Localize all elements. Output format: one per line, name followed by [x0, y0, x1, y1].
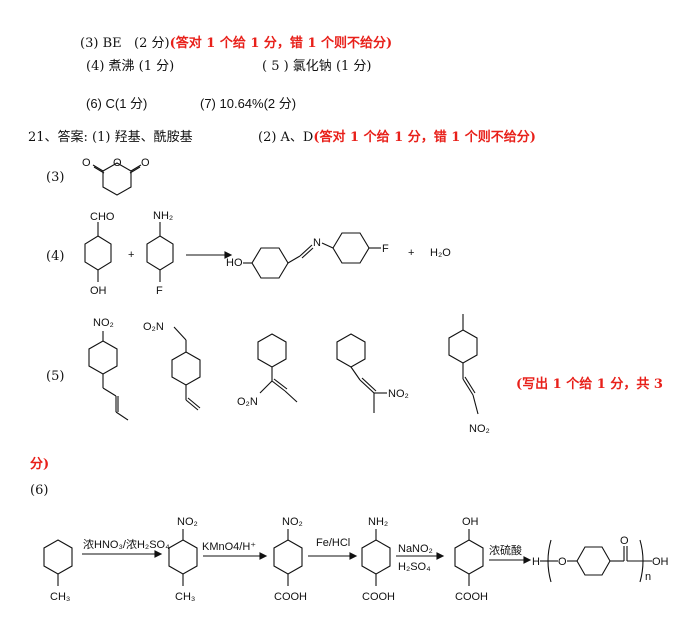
plus-sign: + — [128, 249, 134, 261]
answer-line-q3: (3) BE (2 分)(答对 1 个给 1 分，错 1 个则不给分) — [80, 32, 392, 51]
reagent-h2so4-conc: 浓硫酸 — [489, 543, 522, 557]
no2-label-5: NO₂ — [469, 423, 490, 435]
polymer-oh-end: OH — [652, 556, 669, 568]
polymer-n-subscript: n — [645, 571, 651, 583]
o2n-label-2: O₂N — [143, 321, 164, 333]
part-5-scoring-note-end: 分) — [30, 457, 50, 472]
no2-label-4: NO₂ — [388, 388, 409, 400]
answer-q21-part2: (2) A、D(答对 1 个给 1 分，错 1 个则不给分) — [258, 126, 536, 145]
water-label: H₂O — [430, 247, 451, 259]
part-5-scoring-note: (写出 1 个给 1 分，共 3 — [516, 377, 663, 392]
ch3-label-2: CH₃ — [175, 591, 195, 603]
q3-score: (2 分) — [134, 36, 170, 51]
part-6-label: (6) — [30, 483, 49, 498]
q21-part2-answer: (2) A、D — [258, 130, 314, 145]
f-label: F — [156, 285, 163, 297]
cho-label: CHO — [90, 211, 115, 223]
answer-line-q6: (6) C(1 分) — [86, 96, 148, 111]
imine-n-label: N — [313, 237, 321, 249]
no2-label-6: NO₂ — [177, 516, 198, 528]
ho-label: HO — [226, 257, 243, 269]
q21-scoring-note: (答对 1 个给 1 分，错 1 个则不给分) — [313, 130, 536, 145]
plus-sign-2: + — [408, 247, 414, 259]
part4-reaction: CHO OH + NH₂ F HO N F + H₂O — [84, 210, 451, 297]
part-4-label: (4) — [46, 249, 65, 264]
glutaric-anhydride-structure: O O O — [82, 157, 150, 196]
reagent-nitration: 浓HNO₃/浓H₂SO₄ — [83, 538, 170, 551]
part5-isomers: NO₂ O₂N O₂N NO₂ — [88, 314, 490, 435]
ch3-label-1: CH₃ — [50, 591, 70, 603]
answer-line-q4: (4) 煮沸 (1 分) — [86, 59, 175, 74]
nh2-label: NH₂ — [153, 210, 173, 222]
f-label-product: F — [382, 243, 389, 255]
reagent-oxidation: KMnO4/H⁺ — [202, 541, 256, 553]
polymer-h-end: H — [532, 556, 540, 568]
part-5-label: (5) — [46, 369, 65, 384]
cooh-label-2: COOH — [362, 591, 395, 603]
o2n-label-3: O₂N — [237, 396, 258, 408]
polymer-o-label: O — [558, 556, 567, 568]
q3-scoring-note: (答对 1 个给 1 分，错 1 个则不给分) — [169, 36, 393, 51]
polymer-carbonyl-o: O — [620, 535, 629, 547]
nh2-label-2: NH₂ — [368, 516, 388, 528]
part-3-label: (3) — [46, 170, 65, 185]
answer-line-q5: ( 5 ) 氯化钠 (1 分) — [262, 59, 372, 74]
q3-number: (3) — [80, 36, 99, 51]
carbonyl-o-left-label: O — [82, 157, 91, 169]
part6-synthesis-route: CH₃ 浓HNO₃/浓H₂SO₄ NO₂ CH₃ KMnO4/H⁺ NO₂ CO… — [43, 516, 669, 603]
reagent-h2so4: H₂SO₄ — [398, 561, 431, 573]
oh-label-2: OH — [462, 516, 479, 528]
oh-label: OH — [90, 285, 107, 297]
answer-q21-head: 21、答案: (1) 羟基、酰胺基 — [28, 130, 193, 145]
cooh-label-3: COOH — [455, 591, 488, 603]
carbonyl-o-right-label: O — [141, 157, 150, 169]
no2-label-7: NO₂ — [282, 516, 303, 528]
reagent-reduction: Fe/HCl — [316, 537, 350, 549]
answer-line-q7: (7) 10.64%(2 分) — [200, 96, 297, 111]
q3-answer: BE — [102, 36, 122, 51]
cooh-label-1: COOH — [274, 591, 307, 603]
ring-oxygen-label: O — [113, 157, 122, 169]
no2-label-1: NO₂ — [93, 317, 114, 329]
reagent-nano2: NaNO₂ — [398, 543, 433, 555]
